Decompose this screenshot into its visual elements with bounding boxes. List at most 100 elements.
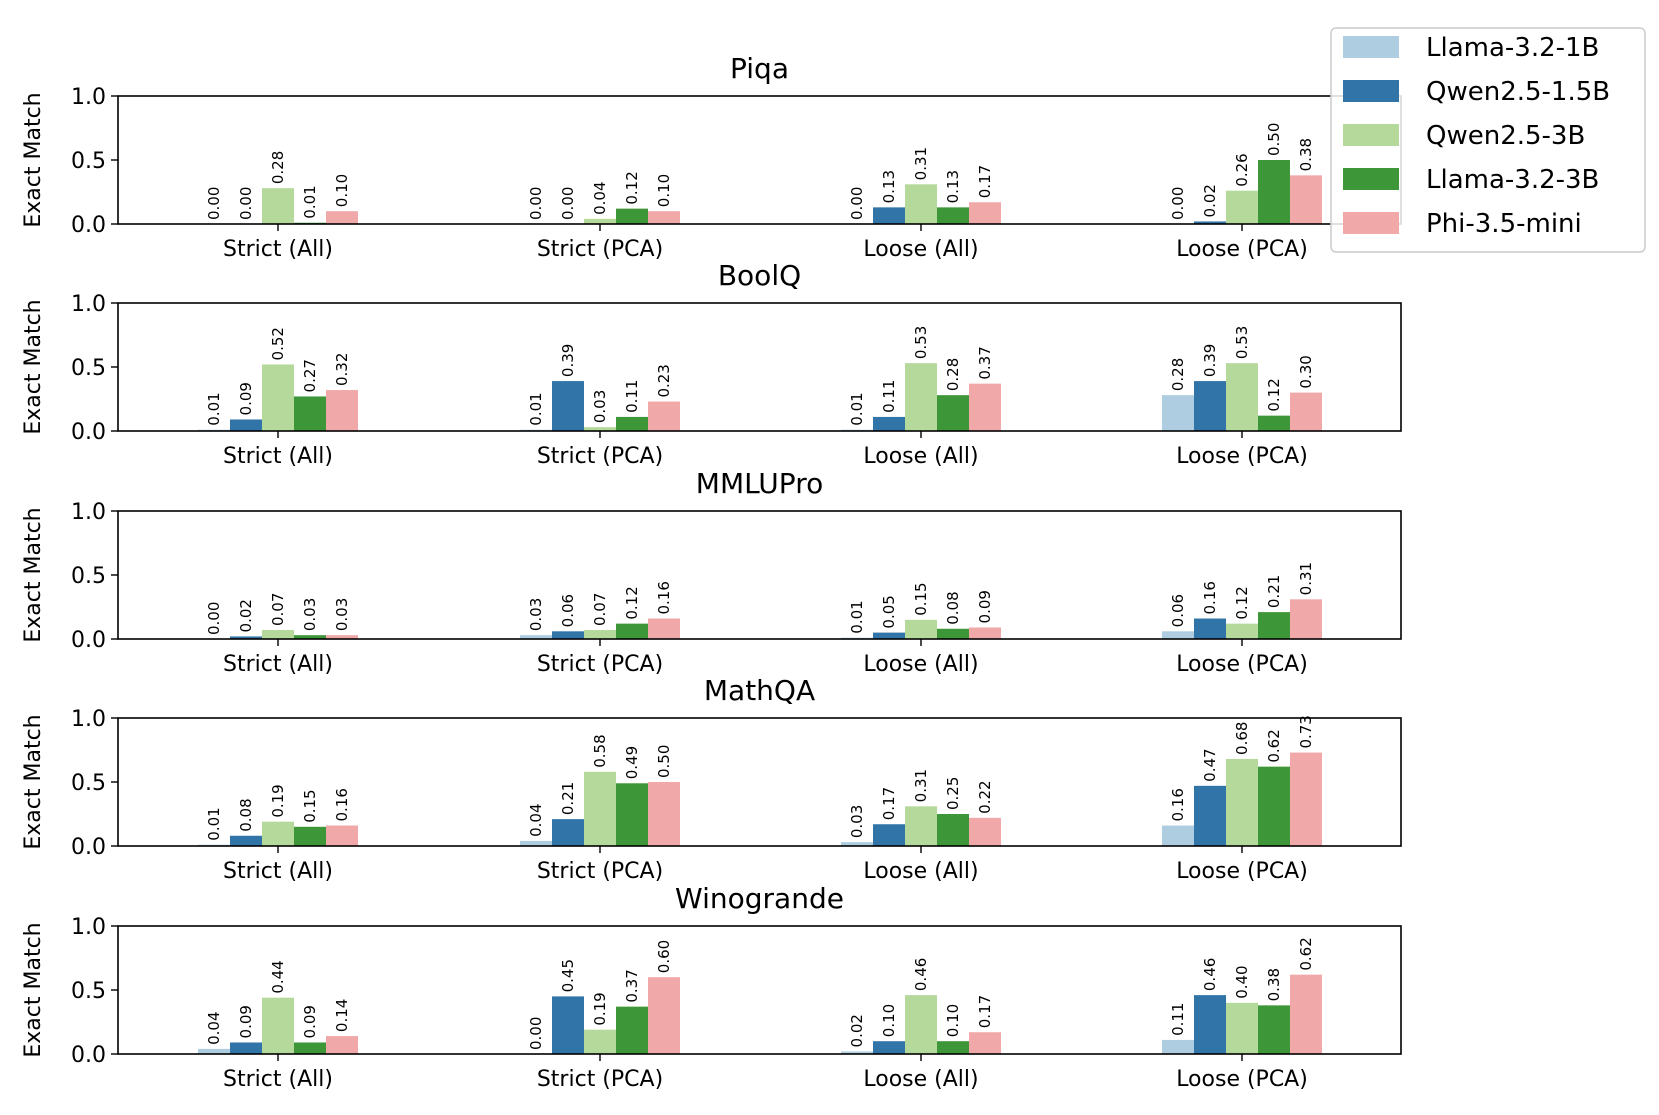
bar [198, 1048, 230, 1054]
bar-value-label: 0.00 [237, 187, 255, 220]
bar-value-label: 0.49 [623, 746, 641, 779]
bar-value-label: 0.15 [912, 582, 930, 615]
bar-value-label: 0.46 [1201, 958, 1219, 991]
y-tick-label: 0.5 [71, 149, 106, 174]
bar-value-label: 0.01 [848, 600, 866, 633]
y-tick-label: 0.0 [71, 628, 106, 653]
bar-value-label: 0.11 [623, 380, 641, 413]
bar-value-label: 0.30 [1297, 355, 1315, 388]
y-tick-label: 0.5 [71, 979, 106, 1004]
bar [1226, 363, 1258, 431]
bar-value-label: 0.13 [944, 170, 962, 203]
bar-value-label: 0.12 [623, 171, 641, 204]
bar [969, 202, 1001, 224]
bar [1290, 392, 1322, 431]
bar-value-label: 0.45 [559, 959, 577, 992]
bar [552, 819, 584, 846]
y-tick-label: 1.0 [71, 85, 106, 110]
bar-value-label: 0.00 [1169, 187, 1187, 220]
bar [326, 635, 358, 639]
bar [616, 623, 648, 639]
bar [1194, 221, 1226, 224]
bar [1226, 623, 1258, 639]
bar-value-label: 0.27 [301, 359, 319, 392]
bar [326, 825, 358, 846]
bar-value-label: 0.07 [591, 593, 609, 626]
bar-value-label: 0.46 [912, 958, 930, 991]
bar [294, 826, 326, 846]
legend-swatch [1343, 36, 1399, 58]
bar [552, 996, 584, 1054]
bar-value-label: 0.25 [944, 777, 962, 810]
bar [1258, 415, 1290, 431]
bar-value-label: 0.39 [559, 344, 577, 377]
bar [230, 636, 262, 639]
bar-value-label: 0.12 [1233, 586, 1251, 619]
bar-value-label: 0.13 [880, 170, 898, 203]
bar-value-label: 0.00 [527, 1017, 545, 1050]
bar [873, 824, 905, 846]
legend: Llama-3.2-1BQwen2.5-1.5BQwen2.5-3BLlama-… [1330, 27, 1646, 253]
bar [1290, 175, 1322, 224]
panel-title: MathQA [704, 674, 815, 707]
bar-value-label: 0.32 [333, 353, 351, 386]
bar-value-label: 0.12 [1265, 378, 1283, 411]
bar-value-label: 0.60 [655, 940, 673, 973]
bar-value-label: 0.62 [1265, 729, 1283, 762]
y-axis-label: Exact Match [21, 714, 46, 849]
bar-value-label: 0.03 [848, 805, 866, 838]
bar-value-label: 0.28 [1169, 358, 1187, 391]
bar [1290, 752, 1322, 846]
y-tick-label: 1.0 [71, 292, 106, 317]
bar [616, 416, 648, 431]
bar-value-label: 0.44 [269, 960, 287, 993]
bar [616, 208, 648, 224]
legend-label: Qwen2.5-1.5B [1426, 77, 1610, 107]
x-tick-label: Strict (PCA) [537, 444, 663, 469]
bar-value-label: 0.16 [1169, 788, 1187, 821]
bar [648, 211, 680, 224]
bar [969, 627, 1001, 639]
bar [1194, 785, 1226, 846]
bar [937, 1041, 969, 1054]
x-tick-label: Loose (PCA) [1176, 652, 1308, 677]
legend-box [1330, 27, 1646, 253]
x-tick-label: Loose (All) [863, 1067, 978, 1092]
bar [841, 842, 873, 846]
bar-value-label: 0.17 [880, 787, 898, 820]
x-tick-label: Loose (All) [863, 859, 978, 884]
bar-value-label: 0.31 [1297, 562, 1315, 595]
bar [648, 977, 680, 1054]
bar-value-label: 0.01 [527, 392, 545, 425]
bar [1162, 1039, 1194, 1054]
bar-value-label: 0.28 [944, 358, 962, 391]
bar [1194, 995, 1226, 1054]
bar-value-label: 0.37 [623, 969, 641, 1002]
bar [873, 416, 905, 431]
bar-value-label: 0.10 [944, 1004, 962, 1037]
bar-value-label: 0.06 [559, 594, 577, 627]
bar [326, 1036, 358, 1054]
bar-value-label: 0.22 [976, 780, 994, 813]
bar-value-label: 0.09 [237, 382, 255, 415]
bar [1258, 766, 1290, 846]
bar-value-label: 0.68 [1233, 722, 1251, 755]
y-tick-label: 1.0 [71, 500, 106, 525]
bar-value-label: 0.00 [559, 187, 577, 220]
bar-value-label: 0.17 [976, 995, 994, 1028]
bar-value-label: 0.39 [1201, 344, 1219, 377]
y-axis-label: Exact Match [21, 507, 46, 642]
bar-value-label: 0.53 [1233, 326, 1251, 359]
bar-value-label: 0.52 [269, 327, 287, 360]
bar [1258, 612, 1290, 639]
panel-title: BoolQ [718, 259, 801, 292]
bar-value-label: 0.00 [205, 187, 223, 220]
bar-value-label: 0.12 [623, 586, 641, 619]
x-tick-label: Loose (All) [863, 444, 978, 469]
bar-value-label: 0.03 [527, 598, 545, 631]
bar-value-label: 0.38 [1297, 138, 1315, 171]
bar-value-label: 0.14 [333, 999, 351, 1032]
x-tick-label: Loose (PCA) [1176, 1067, 1308, 1092]
